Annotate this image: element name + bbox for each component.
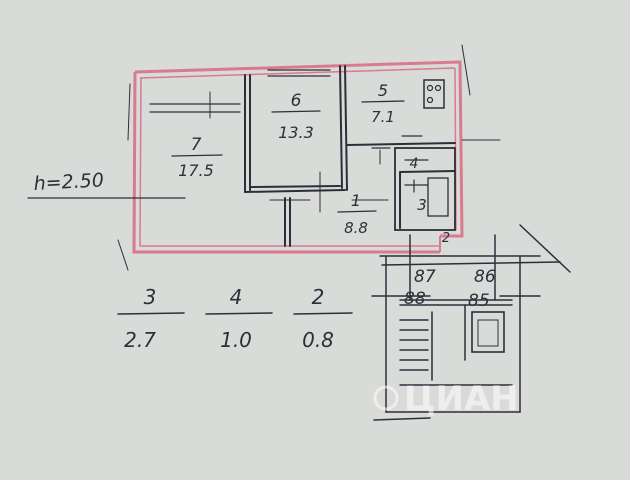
room-labels: 7 17.5 6 13.3 5 7.1 1 8.8 4 3 2 (171, 81, 450, 246)
apartment-outline (132, 60, 464, 254)
summary-2-area: 1.0 (220, 328, 252, 352)
stair-left-bottom: 88 (404, 289, 426, 309)
stair-labels: 87 88 86 85 (404, 267, 496, 311)
stair-right-top: 86 (474, 267, 496, 287)
construction-lines (27, 44, 501, 271)
watermark-logo-icon (373, 385, 399, 411)
stair-left-top: 87 (414, 267, 436, 287)
summary-3-area: 0.8 (302, 328, 334, 352)
summary-3-number: 2 (312, 285, 325, 309)
room-4-number: 4 (410, 156, 419, 172)
watermark-text: ЦИАН (404, 379, 519, 419)
summary-1-area: 2.7 (124, 328, 156, 352)
room-3-number: 3 (417, 196, 427, 214)
room-7-number: 7 (191, 135, 202, 155)
room-6-number: 6 (291, 91, 302, 111)
height-note: h=2.50 (33, 169, 104, 195)
room-7-area: 17.5 (178, 161, 214, 180)
stair-right-bottom: 85 (468, 291, 490, 311)
staircase-block (371, 224, 571, 421)
watermark: ЦИАН (373, 379, 519, 419)
room-5-area: 7.1 (371, 108, 395, 126)
room-5-number: 5 (378, 81, 388, 100)
interior-walls (149, 65, 456, 247)
summary-2-number: 4 (230, 285, 243, 309)
room-2-number: 2 (442, 231, 450, 246)
room-1-number: 1 (351, 191, 361, 210)
area-summary: 3 2.7 4 1.0 2 0.8 (117, 285, 353, 352)
room-6-area: 13.3 (278, 123, 314, 142)
summary-1-number: 3 (144, 285, 157, 309)
room-1-area: 8.8 (344, 219, 368, 237)
